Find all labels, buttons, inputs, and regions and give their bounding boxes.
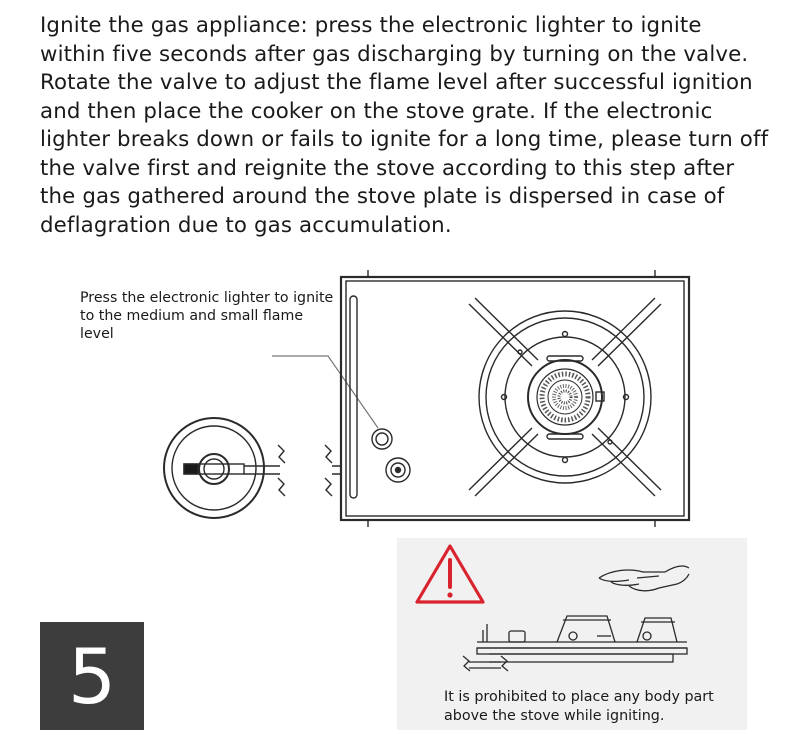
instruction-text: Ignite the gas appliance: press the elec… xyxy=(40,13,769,238)
stove-side-view xyxy=(462,615,688,672)
step-number-badge: 5 xyxy=(40,622,144,730)
lighter-callout: Press the electronic lighter to ignite t… xyxy=(80,290,334,342)
hand-icon xyxy=(598,565,690,592)
warning-triangle-icon xyxy=(415,544,485,604)
stove-top-view xyxy=(339,270,691,527)
stove-diagram xyxy=(163,270,691,527)
knob-detail xyxy=(163,417,342,519)
warning-panel: It is prohibited to place any body part … xyxy=(397,538,747,730)
warning-text: It is prohibited to place any body part … xyxy=(444,689,714,724)
